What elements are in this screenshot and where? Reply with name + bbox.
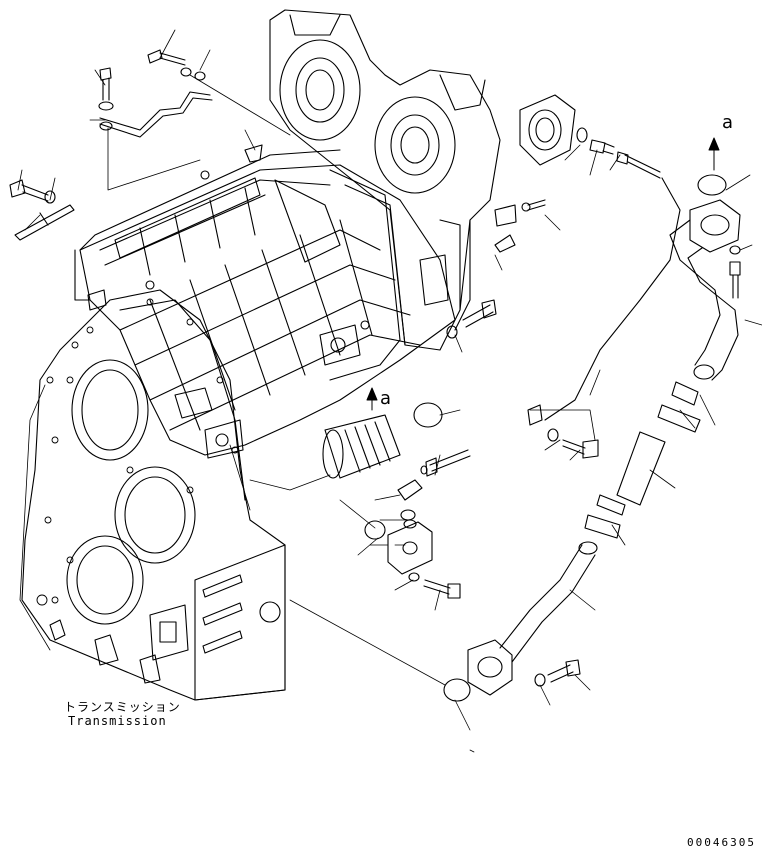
right-side-hardware [364,94,727,702]
reference-mark-a-upper: a [722,112,734,133]
suction-tube [584,199,741,539]
lower-suction-pipe [467,541,598,696]
strainer-and-fittings [322,414,471,599]
transmission-housing [21,9,501,701]
reference-arrows [366,137,720,411]
component-label-japanese: トランスミッション [64,700,181,714]
component-label-english: Transmission [68,714,167,728]
leader-lines [17,29,762,753]
upper-left-hardware [9,49,213,241]
reference-mark-a-center: a [380,388,392,409]
document-number: 00046305 [687,836,756,849]
